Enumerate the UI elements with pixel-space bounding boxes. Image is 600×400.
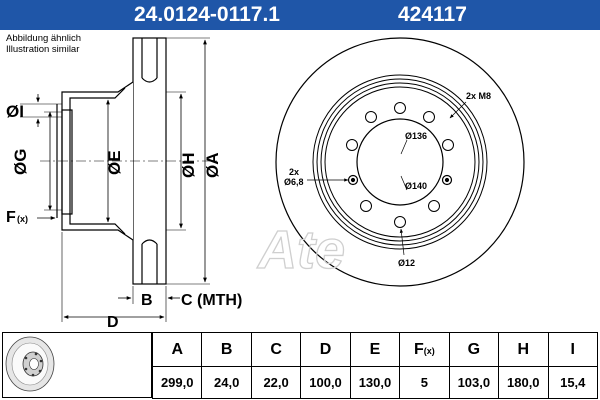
label-holes-count: 2x <box>289 167 299 177</box>
vane-curve <box>141 77 158 83</box>
threaded-hole-center <box>350 177 356 183</box>
bolt-hole <box>365 111 377 123</box>
part-number: 24.0124-0117.1 <box>134 3 280 26</box>
value-i: 15,4 <box>547 366 598 399</box>
reference-number: 424117 <box>398 3 467 26</box>
center-bore <box>356 118 444 206</box>
bolt-hole <box>423 111 435 123</box>
header-b: B <box>201 332 252 367</box>
label-b: B <box>141 292 153 309</box>
threaded-hole <box>347 174 359 186</box>
header-g: G <box>448 332 500 367</box>
value-f: 5 <box>399 366 450 399</box>
note-english: Illustration similar <box>6 44 80 55</box>
header-i: I <box>547 332 598 367</box>
hat-ring-outer <box>312 74 488 250</box>
label-diameter-i: ØI <box>6 102 24 121</box>
header-d: D <box>300 332 351 367</box>
dimensions-table: A B C D E F(x) G H I 299,0 24,0 22,0 100… <box>151 332 598 399</box>
label-diameter-e: ØE <box>105 150 124 175</box>
bolt-hole <box>428 200 440 212</box>
hat-ring-inner <box>324 86 476 238</box>
bolt-hole <box>394 102 406 114</box>
value-c: 22,0 <box>250 366 302 399</box>
label-pcd-140: Ø140 <box>405 181 427 191</box>
thumb-hole <box>31 373 35 377</box>
value-b: 24,0 <box>201 366 252 399</box>
thumb-hole <box>39 359 43 363</box>
label-diameter-a: ØA <box>203 153 222 179</box>
table-header-row: A B C D E F(x) G H I <box>151 332 598 367</box>
vane-curve <box>141 239 158 245</box>
leader-bolt <box>399 228 405 256</box>
threaded-hole <box>441 174 453 186</box>
leader-136 <box>400 139 408 155</box>
value-d: 100,0 <box>300 366 351 399</box>
value-h: 180,0 <box>498 366 549 399</box>
thumb-bore <box>29 358 39 370</box>
ate-logo: Ate <box>256 220 345 280</box>
label-bolt-dia: Ø12 <box>398 258 415 268</box>
table-value-row: 299,0 24,0 22,0 100,0 130,0 5 103,0 180,… <box>151 366 598 399</box>
label-c-mth: C (MTH) <box>181 292 242 309</box>
header-f-letter: F <box>414 340 424 358</box>
bolt-holes <box>346 102 454 228</box>
value-a: 299,0 <box>151 366 203 399</box>
leader-m8 <box>449 101 467 119</box>
header-e: E <box>349 332 401 367</box>
value-g: 103,0 <box>448 366 500 399</box>
note-german: Abbildung ähnlich <box>6 33 82 44</box>
label-f: F <box>6 209 16 226</box>
label-f-sub: (x) <box>17 214 28 224</box>
front-view <box>275 37 525 287</box>
label-diameter-g: ØG <box>11 149 30 175</box>
label-pcd-136: Ø136 <box>405 131 427 141</box>
header-h: H <box>498 332 549 367</box>
hat-ring-3 <box>320 82 480 242</box>
value-e: 130,0 <box>349 366 401 399</box>
label-m8: 2x M8 <box>466 91 491 101</box>
hat-ring-2 <box>316 78 484 246</box>
thumb-hole <box>38 369 42 373</box>
thumb-hole <box>24 356 28 360</box>
bolt-hole <box>394 216 406 228</box>
header-c: C <box>250 332 302 367</box>
bolt-hole <box>346 139 358 151</box>
disc-outer-edge <box>275 37 525 287</box>
thumb-hole <box>34 352 38 356</box>
thumb-hole <box>24 367 28 371</box>
header-f-sub: (x) <box>423 345 435 356</box>
label-d: D <box>107 314 119 331</box>
label-diameter-h: ØH <box>179 153 198 179</box>
header-f: F(x) <box>399 332 450 367</box>
illustration-note: Abbildung ähnlich Illustration similar <box>6 33 81 55</box>
label-holes-dia: Ø6,8 <box>284 177 304 187</box>
hub-inner-line <box>69 87 126 235</box>
bolt-hole <box>360 200 372 212</box>
hub-flange <box>61 109 73 215</box>
bolt-hole <box>442 139 454 151</box>
header-a: A <box>151 332 203 367</box>
header-bar: 24.0124-0117.1 424117 <box>0 0 600 30</box>
leader-140 <box>400 175 408 191</box>
threaded-hole-center <box>444 177 450 183</box>
side-view <box>20 37 220 322</box>
